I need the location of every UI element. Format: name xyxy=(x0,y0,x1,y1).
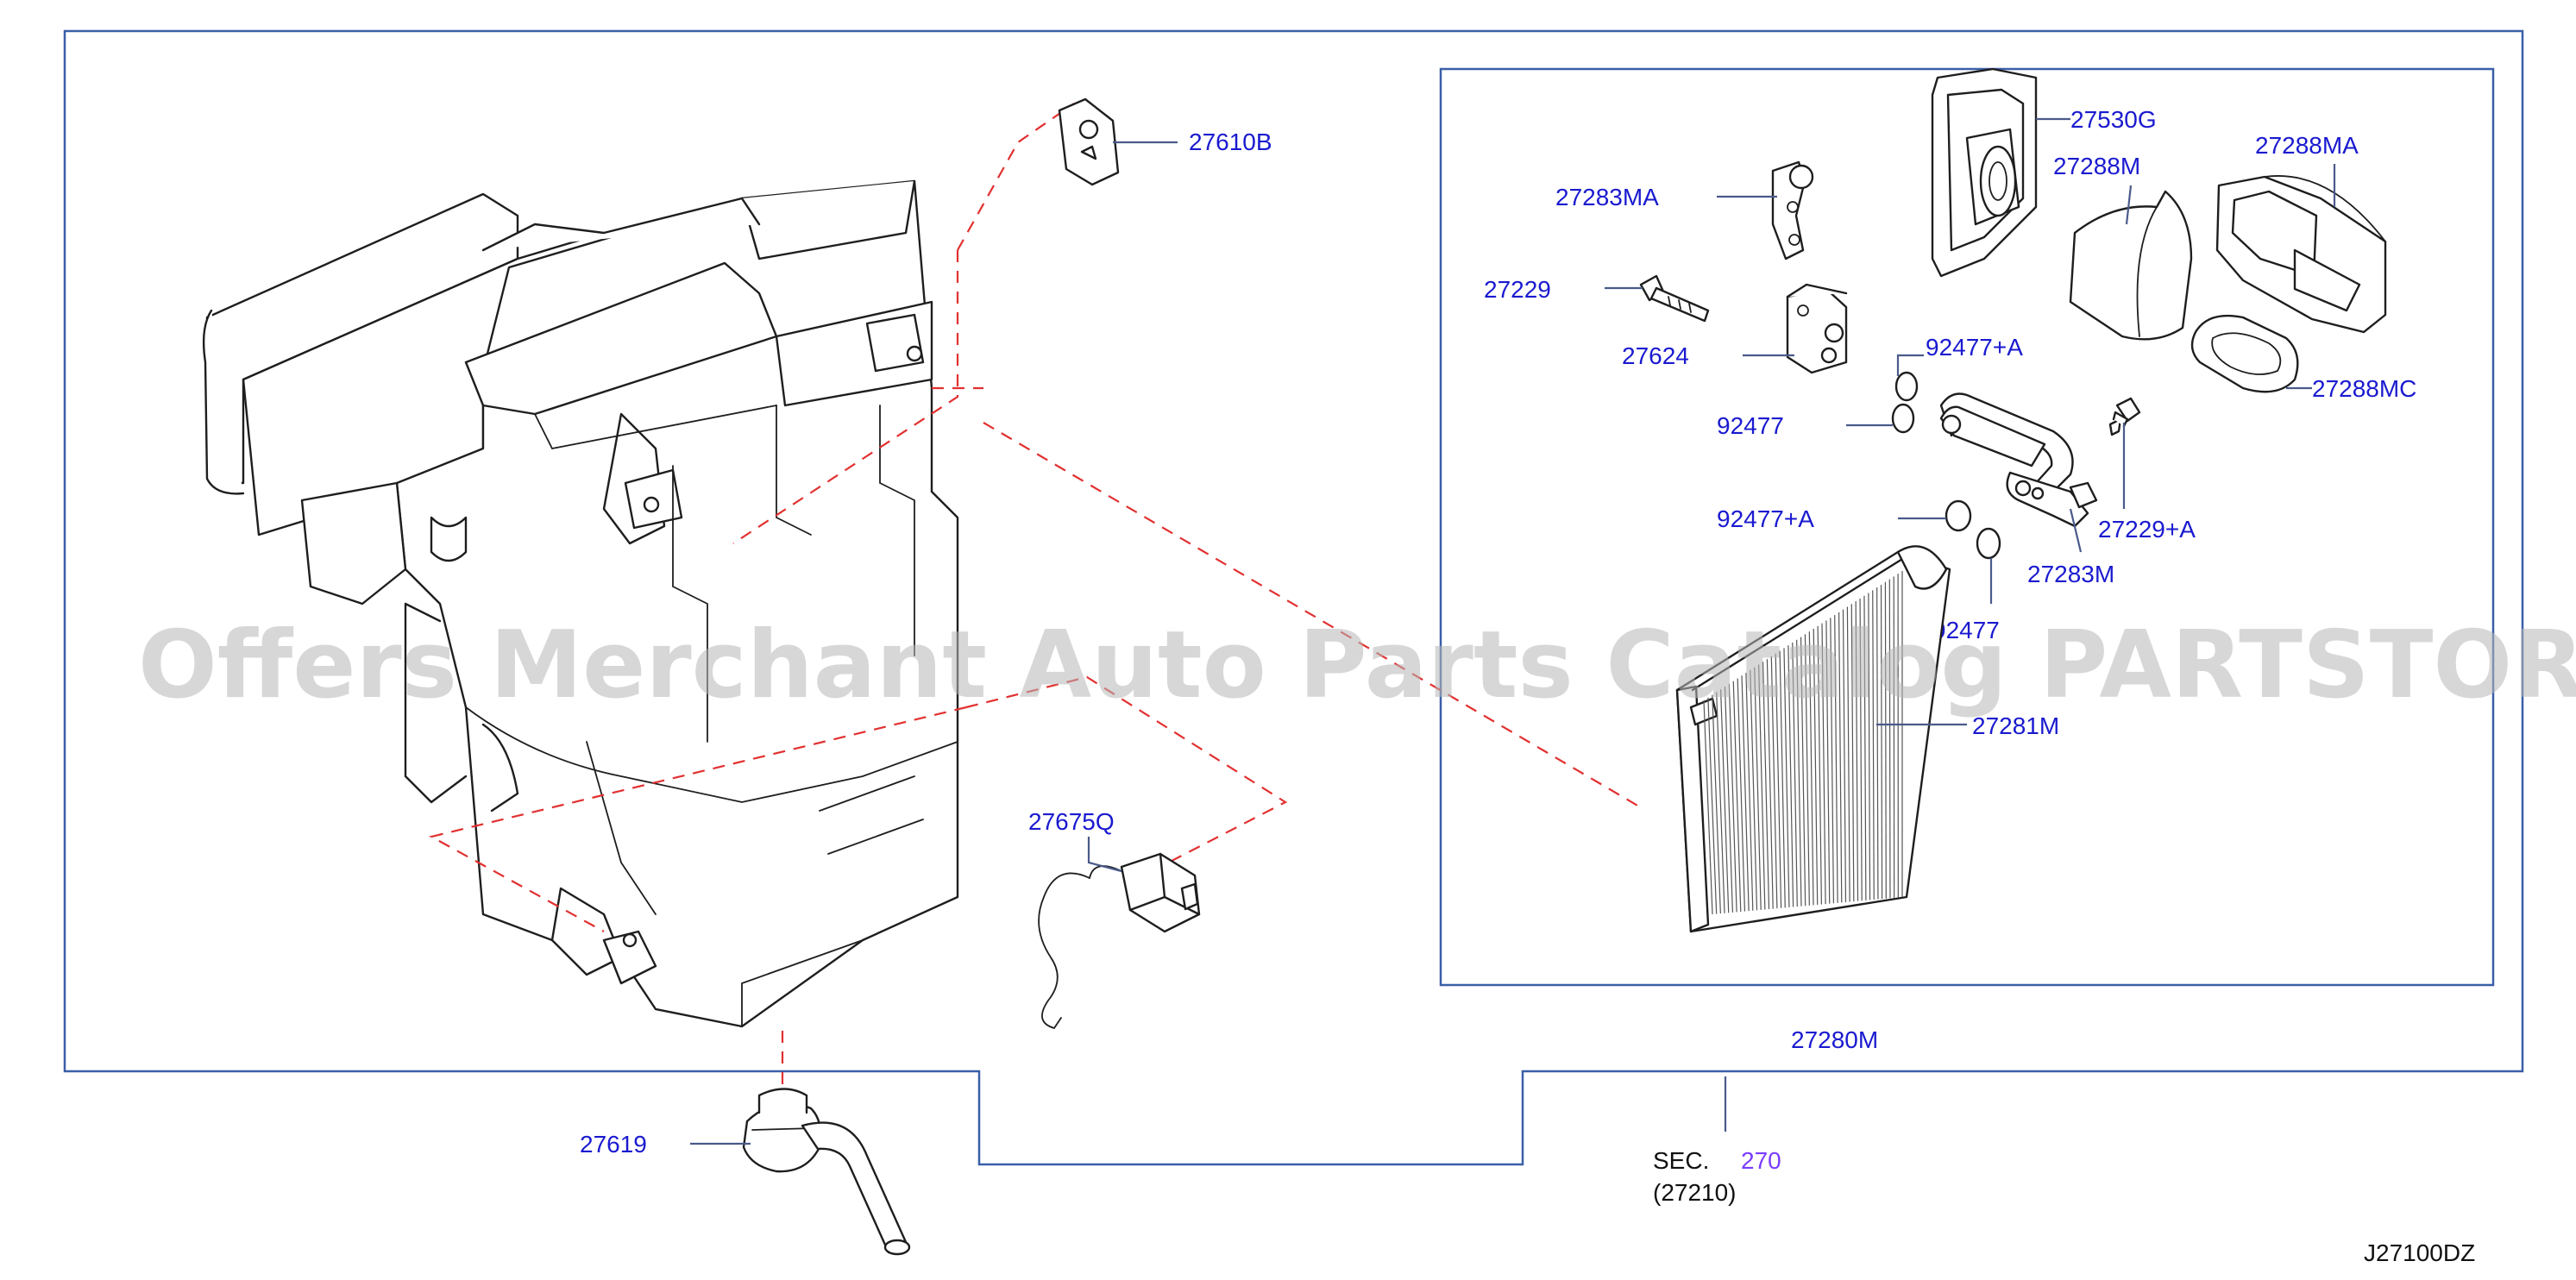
diagram-code: J27100DZ xyxy=(2364,1239,2475,1266)
evaporator-fin xyxy=(1830,618,1835,904)
evaporator-fin xyxy=(1716,692,1725,913)
evaporator-fin xyxy=(1787,645,1794,907)
label-27283M[interactable]: 27283M xyxy=(2027,561,2114,587)
evaporator-fin xyxy=(1758,664,1766,910)
evaporator-fin xyxy=(1745,673,1754,911)
evaporator-fin xyxy=(1779,650,1786,908)
part-27283M-pipe[interactable] xyxy=(1939,392,2098,528)
part-27624-expansion-valve[interactable] xyxy=(1786,283,1848,374)
evaporator-fin xyxy=(1863,595,1867,900)
part-27619-drain-hose[interactable] xyxy=(742,1088,911,1256)
o-ring-92477a-lower[interactable] xyxy=(1945,499,1972,532)
evaporator-fin xyxy=(1770,656,1778,909)
evaporator-fin xyxy=(1838,612,1843,903)
evaporator-fin xyxy=(1737,678,1746,912)
evaporator-fin xyxy=(1792,642,1798,907)
leader-27288M xyxy=(2125,185,2133,225)
evaporator-fin xyxy=(1728,683,1737,913)
evaporator-fin xyxy=(1872,590,1875,900)
part-27610B-bracket[interactable] xyxy=(1058,97,1120,186)
evaporator-fin xyxy=(1712,694,1721,914)
outer-frame xyxy=(63,29,2524,1166)
evaporator-fin xyxy=(1741,675,1750,912)
evaporator-fin xyxy=(1855,601,1859,901)
evaporator-fin xyxy=(1817,625,1822,905)
evaporator-fin xyxy=(1813,629,1819,905)
section-ref-sub: (27210) xyxy=(1653,1179,1737,1206)
assembly-guide-lines xyxy=(428,103,1640,1121)
evaporator-fin xyxy=(1842,609,1847,902)
evaporator-fin xyxy=(1750,669,1758,911)
label-27624[interactable]: 27624 xyxy=(1622,342,1689,369)
evaporator-fin xyxy=(1766,659,1774,909)
label-27283MA[interactable]: 27283MA xyxy=(1555,184,1659,210)
label-27288MC[interactable]: 27288MC xyxy=(2312,375,2416,402)
o-ring-92477-upper[interactable] xyxy=(1891,403,1915,434)
label-27229a[interactable]: 27229+A xyxy=(2098,516,2196,543)
label-92477a-upper[interactable]: 92477+A xyxy=(1926,334,2023,361)
evaporator-fin xyxy=(1821,623,1826,905)
evaporator-fin xyxy=(1796,639,1802,907)
evaporator-fin xyxy=(1783,648,1790,907)
label-27281M[interactable]: 27281M xyxy=(1972,712,2059,739)
evaporator-fin xyxy=(1846,606,1850,902)
section-ref-prefix: SEC. xyxy=(1653,1147,1709,1174)
part-27288MA-duct-seal[interactable] xyxy=(2215,175,2387,334)
part-27530G-seal-plate[interactable] xyxy=(1931,67,2038,278)
evaporator-fin xyxy=(1719,689,1730,913)
label-27288MA[interactable]: 27288MA xyxy=(2255,132,2359,159)
o-ring-92477-lower[interactable] xyxy=(1976,527,2001,560)
evaporator-fin xyxy=(1775,653,1782,908)
evaporator-fin xyxy=(1754,667,1762,910)
evaporator-fin xyxy=(1834,615,1838,903)
evaporator-fin xyxy=(1825,620,1831,904)
evaporator-fin xyxy=(1868,593,1871,900)
evaporator-fin xyxy=(1707,697,1718,914)
label-92477-upper[interactable]: 92477 xyxy=(1717,412,1784,439)
label-92477a-lower[interactable]: 92477+A xyxy=(1717,505,1814,532)
leader-92477a-upper xyxy=(1896,354,1924,376)
part-27229-bolt[interactable] xyxy=(1639,274,1710,323)
label-27610B[interactable]: 27610B xyxy=(1189,129,1272,155)
evaporator-fin xyxy=(1800,637,1806,907)
leader-27675Q xyxy=(1087,837,1122,873)
leader-27283M xyxy=(2069,508,2083,553)
evaporator-fin xyxy=(1876,587,1879,900)
section-ref-number[interactable]: 270 xyxy=(1741,1147,1781,1174)
part-27288M-insulator[interactable] xyxy=(2069,190,2193,341)
watermark-text: Offers Merchant Auto Parts Catalog PARTS… xyxy=(138,612,2576,719)
part-27675Q-sensor[interactable] xyxy=(1038,852,1201,1030)
evaporator-fin xyxy=(1724,687,1734,913)
evaporator-fin xyxy=(1859,598,1863,901)
label-27229[interactable]: 27229 xyxy=(1484,276,1551,303)
evaporator-fin xyxy=(1888,579,1891,899)
evaporator-fins xyxy=(1703,571,1903,915)
label-27288M[interactable]: 27288M xyxy=(2053,153,2140,179)
evaporator-fin xyxy=(1762,662,1770,910)
evaporator-fin xyxy=(1804,634,1810,906)
part-27288MC-ring-seal[interactable] xyxy=(2190,314,2299,393)
label-27280M[interactable]: 27280M xyxy=(1791,1026,1878,1053)
o-ring-92477a-upper[interactable] xyxy=(1894,371,1919,402)
evaporator-fin xyxy=(1732,681,1742,913)
part-27281M-evaporator[interactable] xyxy=(1675,545,1951,933)
evaporator-fin xyxy=(1808,631,1814,906)
evaporator-fin xyxy=(1884,581,1887,899)
cooling-unit-housing[interactable] xyxy=(202,179,959,1028)
evaporator-fin xyxy=(1703,700,1713,915)
evaporator-assembly-frame xyxy=(1439,67,2495,987)
label-27619[interactable]: 27619 xyxy=(580,1131,647,1158)
label-27530G[interactable]: 27530G xyxy=(2070,106,2157,133)
part-27283MA-bracket[interactable] xyxy=(1771,160,1814,260)
evaporator-fin xyxy=(1850,604,1855,902)
label-27675Q[interactable]: 27675Q xyxy=(1028,808,1115,835)
